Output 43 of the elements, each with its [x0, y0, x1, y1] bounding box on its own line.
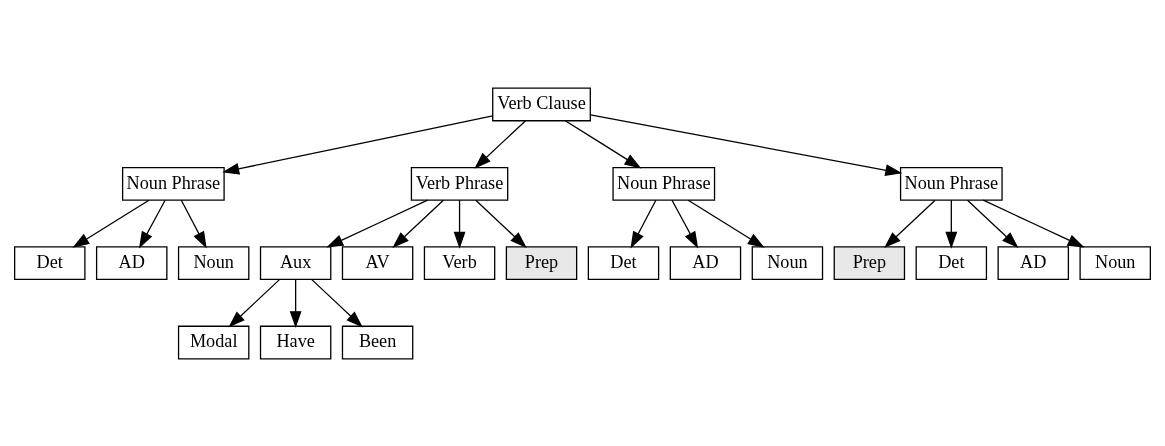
arrow — [180, 199, 207, 248]
node-box: Verb Phrase — [410, 166, 509, 201]
node-box: Prep — [505, 245, 578, 280]
node-box: Noun Phrase — [612, 166, 716, 201]
arrow — [945, 199, 958, 249]
arrow — [982, 198, 1085, 247]
node-box: Det — [14, 245, 86, 280]
arrow — [453, 199, 466, 249]
arrow — [311, 278, 363, 327]
arrow — [966, 199, 1019, 248]
node-box: AD — [997, 245, 1070, 280]
arrow — [630, 199, 657, 248]
arrow — [228, 278, 281, 327]
node-box: Noun — [1079, 245, 1151, 280]
arrow — [392, 199, 444, 248]
node-box: Noun — [177, 245, 250, 280]
node-box: Verb — [423, 245, 496, 280]
arrow — [474, 119, 526, 169]
node-box: AD — [95, 245, 168, 280]
node-box: Prep — [833, 245, 906, 280]
arrow — [671, 199, 699, 248]
arrow — [222, 114, 494, 175]
node-box: Have — [259, 325, 332, 359]
arrow — [475, 199, 527, 248]
arrow — [687, 199, 765, 248]
node-box: Det — [915, 245, 988, 280]
node-box: Verb Clause — [492, 87, 591, 121]
node-box: Aux — [259, 245, 332, 280]
arrow — [326, 198, 429, 247]
node-box: Noun — [751, 245, 824, 280]
arrow — [884, 199, 936, 248]
arrow — [565, 119, 642, 168]
node-box: AV — [341, 245, 414, 280]
node-box: Det — [587, 245, 660, 280]
node-box: Noun Phrase — [121, 166, 225, 201]
arrow — [139, 199, 166, 248]
node-box: Been — [341, 325, 414, 359]
arrow — [589, 113, 903, 176]
node-box: Noun Phrase — [899, 166, 1003, 201]
node-box: Modal — [177, 325, 250, 359]
arrow — [289, 278, 302, 328]
node-box: AD — [669, 245, 742, 280]
arrow — [72, 199, 150, 248]
